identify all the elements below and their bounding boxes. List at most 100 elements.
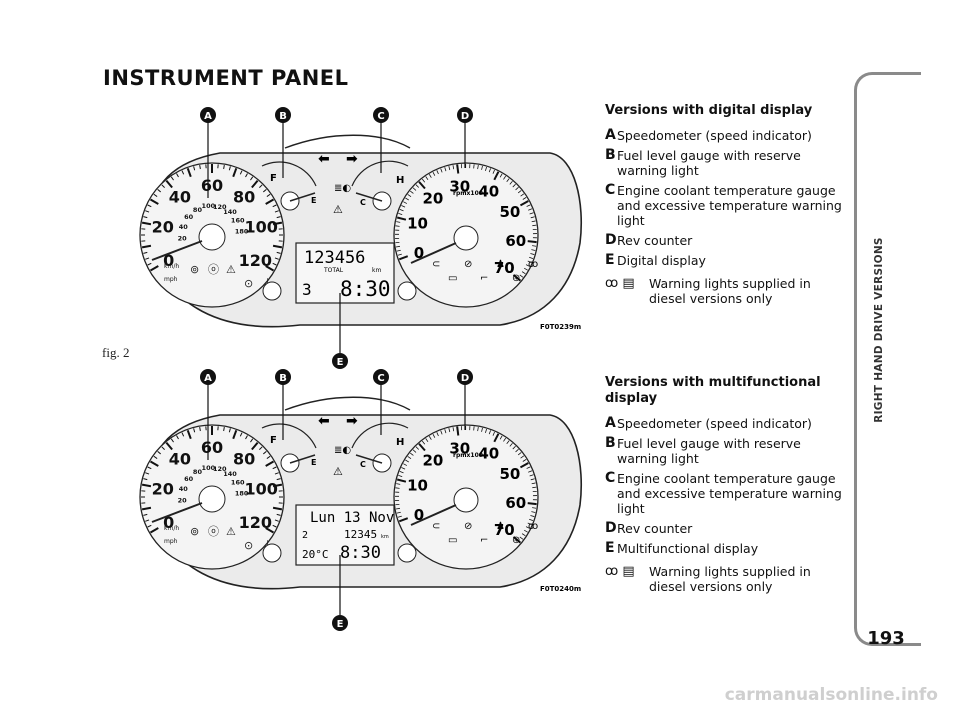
rev-tick [398, 213, 403, 215]
rev-label: 40 [478, 183, 499, 201]
speed-tick [274, 210, 279, 213]
rev-tick [396, 483, 401, 485]
speed-kmh-label: 180 [235, 227, 249, 235]
display-clock: 8:30 [340, 277, 391, 301]
warning-light-icon: ⊂ [432, 521, 440, 532]
rev-tick [488, 430, 491, 435]
warning-light-icon: ⊛ [512, 273, 520, 284]
callout-marker [275, 369, 291, 385]
rev-tick [512, 445, 516, 450]
rev-tick [528, 470, 533, 473]
rev-label: 60 [505, 232, 526, 250]
rev-tick [522, 197, 527, 200]
rev-tick [405, 197, 410, 201]
rev-counter-needle [410, 504, 457, 526]
display-gear: 3 [302, 280, 312, 299]
speed-tick [265, 265, 274, 272]
rev-tick [396, 221, 401, 223]
speed-mph-label: 0 [163, 251, 174, 270]
rev-tick [428, 436, 432, 440]
rev-tick [529, 212, 534, 215]
rev-label: 70 [494, 521, 515, 539]
rev-tick [530, 515, 535, 517]
speed-mph-label: 60 [201, 176, 223, 195]
callout-marker [200, 107, 216, 123]
rev-tick [525, 526, 530, 529]
speed-tick [251, 441, 259, 451]
speed-tick [157, 188, 161, 193]
rev-tick [523, 529, 528, 533]
callout-letter: B [279, 111, 287, 122]
rev-tick [436, 432, 439, 437]
speed-tick [150, 460, 159, 467]
rev-tick [517, 190, 522, 194]
rev-tick [503, 437, 507, 442]
callout-letter: D [461, 373, 469, 384]
speed-tick [147, 262, 152, 266]
speed-tick [265, 198, 274, 205]
speed-tick [150, 527, 159, 534]
rev-counter-hub [453, 487, 479, 513]
rev-tick [519, 536, 524, 540]
display-odometer: 12345 [344, 528, 377, 541]
speed-tick [266, 193, 271, 197]
warning-light-icon: ♟ [496, 521, 505, 532]
speed-kmh-label: 120 [213, 465, 227, 473]
speedometer-hub [198, 485, 226, 513]
speed-kmh-label: 100 [202, 464, 216, 472]
rev-label: 60 [505, 494, 526, 512]
rev-tick [515, 448, 519, 453]
rev-tick [403, 201, 408, 204]
warning-light-icon: ⊙ [244, 539, 253, 552]
speed-mph-label: 120 [239, 251, 272, 270]
rev-tick [532, 245, 537, 247]
warning-light-icon: ⊚ [190, 263, 199, 276]
rev-tick [529, 474, 534, 477]
speed-tick [266, 455, 271, 459]
callout-letter: A [204, 373, 212, 384]
display-km-label: km [372, 267, 381, 274]
callout-letter: C [377, 373, 384, 384]
speed-kmh-label: 20 [178, 235, 188, 243]
fuel-gauge-arc [261, 423, 317, 449]
callout-letter: C [377, 111, 384, 122]
rev-tick [520, 193, 525, 197]
rev-tick [432, 433, 436, 438]
speed-tick [143, 513, 148, 516]
display-button-right [397, 281, 417, 301]
rev-tick [529, 256, 534, 259]
speed-tick [141, 483, 152, 488]
speed-kmh-label: 60 [184, 213, 194, 221]
watermark: carmanualsonline.info [724, 685, 938, 705]
diesel-warning-icons: ꝏ ▤ [605, 564, 635, 579]
rev-tick [531, 220, 536, 223]
speed-mph-label: 20 [152, 217, 174, 236]
rev-tick [396, 478, 407, 483]
speed-kmh-label: 80 [193, 468, 203, 476]
rev-tick [499, 435, 503, 440]
temp-hot-label: H [396, 437, 404, 448]
speed-mph-label: 120 [239, 513, 272, 532]
turn-signal-right-icon: ➡ [346, 413, 358, 429]
rev-tick [488, 168, 491, 173]
legend-heading: Versions with digital display [605, 103, 813, 118]
speed-tick [259, 184, 263, 188]
speed-tick [165, 441, 173, 451]
hazard-icon: ⚠ [333, 203, 343, 216]
speed-tick [245, 173, 248, 178]
fuel-gauge-needle [289, 192, 316, 202]
rev-tick [448, 166, 451, 171]
speed-tick [186, 167, 192, 178]
display-km-label: km [381, 534, 389, 540]
speedometer-needle [151, 240, 203, 261]
rev-tick [481, 165, 483, 170]
callout-marker [200, 369, 216, 385]
speed-tick [272, 466, 277, 470]
rev-tick [515, 186, 519, 191]
display-gear: 2 [302, 530, 308, 541]
rev-tick [512, 183, 516, 188]
